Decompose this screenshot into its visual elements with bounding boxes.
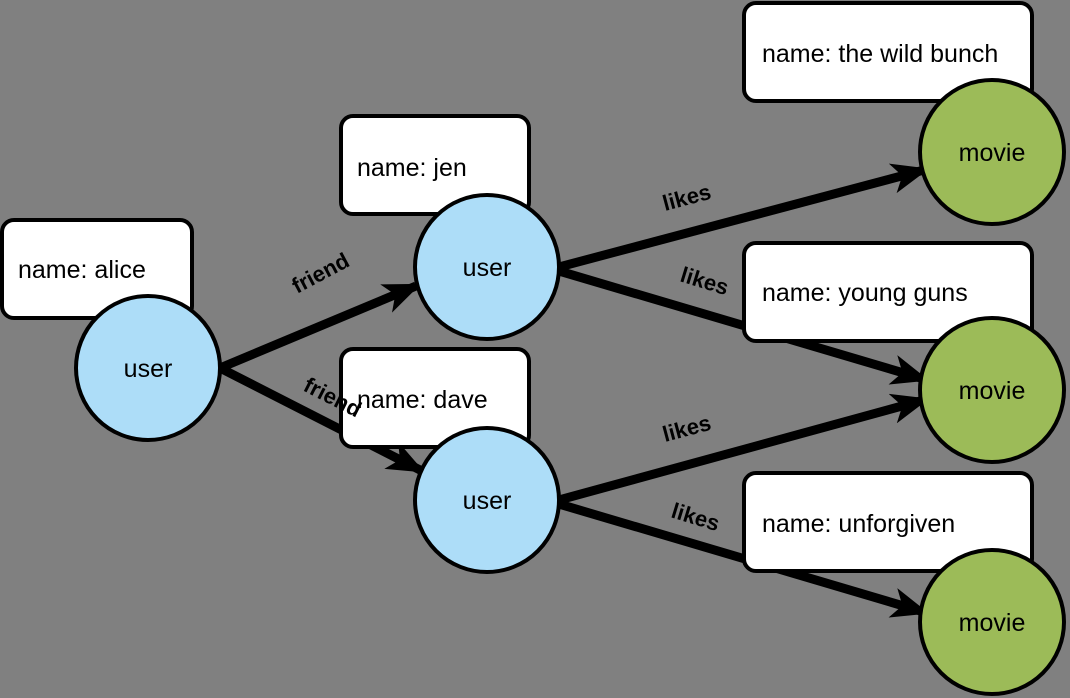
node-type-label: user: [463, 487, 512, 515]
property-box-young_guns[interactable]: name: young guns: [742, 241, 1034, 343]
edge-line: [557, 499, 930, 618]
edges-layer: [217, 163, 930, 618]
property-box-label: name: young guns: [762, 279, 968, 307]
edge-jen-likes-wildbunch[interactable]: [557, 163, 930, 272]
property-box-alice[interactable]: name: alice: [0, 218, 194, 320]
edge-jen-likes-younguns[interactable]: [557, 266, 930, 385]
property-box-label: name: alice: [18, 256, 146, 284]
node-the_wild_bunch[interactable]: movie: [918, 78, 1066, 226]
edge-dave-likes-unforgiven[interactable]: [557, 499, 930, 618]
property-box-jen[interactable]: name: jen: [339, 114, 531, 216]
node-type-label: user: [463, 254, 512, 282]
edge-label-jen-likes-wildbunch: likes: [660, 179, 714, 216]
property-box-the_wild_bunch[interactable]: name: the wild bunch: [742, 1, 1034, 103]
nodes-layer: user user user movie movie movie: [74, 78, 1066, 696]
edge-label-alice-friend-jen: friend: [288, 248, 354, 299]
edge-label-dave-likes-younguns: likes: [660, 410, 714, 447]
property-box-label: name: jen: [357, 154, 467, 182]
property-box-unforgiven[interactable]: name: unforgiven: [742, 471, 1034, 573]
node-young_guns[interactable]: movie: [918, 316, 1066, 464]
node-circle: [74, 294, 222, 442]
edge-line: [557, 393, 930, 505]
edge-dave-likes-younguns[interactable]: [557, 393, 930, 505]
node-circle: [918, 78, 1066, 226]
node-unforgiven[interactable]: movie: [918, 548, 1066, 696]
node-type-label: movie: [959, 609, 1026, 637]
edge-line: [557, 163, 930, 272]
property-box-rect: [339, 347, 531, 449]
property-box-label: name: dave: [357, 386, 488, 414]
edge-line: [557, 266, 930, 385]
node-circle: [413, 426, 561, 574]
node-type-label: movie: [959, 377, 1026, 405]
property-box-rect: [742, 471, 1034, 573]
edge-label-dave-likes-unforgiven: likes: [669, 498, 723, 536]
edge-line: [217, 363, 425, 475]
edge-alice-friend-jen[interactable]: [218, 281, 421, 373]
node-jen[interactable]: user: [413, 193, 561, 341]
node-circle: [413, 193, 561, 341]
property-box-rect: [339, 114, 531, 216]
edge-line: [218, 281, 421, 373]
node-type-label: movie: [959, 139, 1026, 167]
property-box-label: name: the wild bunch: [762, 40, 998, 68]
node-type-label: user: [124, 355, 173, 383]
edge-alice-friend-dave[interactable]: [217, 363, 425, 475]
edge-label-jen-likes-younguns: likes: [678, 262, 732, 300]
property-boxes-layer: name: alice name: jen name: dave name: the …: [0, 1, 1034, 573]
node-circle: [918, 548, 1066, 696]
node-circle: [918, 316, 1066, 464]
property-box-rect: [742, 1, 1034, 103]
property-box-label: name: unforgiven: [762, 510, 955, 538]
node-dave[interactable]: user: [413, 426, 561, 574]
node-alice[interactable]: user: [74, 294, 222, 442]
property-box-rect: [742, 241, 1034, 343]
property-box-dave[interactable]: name: dave: [339, 347, 531, 449]
